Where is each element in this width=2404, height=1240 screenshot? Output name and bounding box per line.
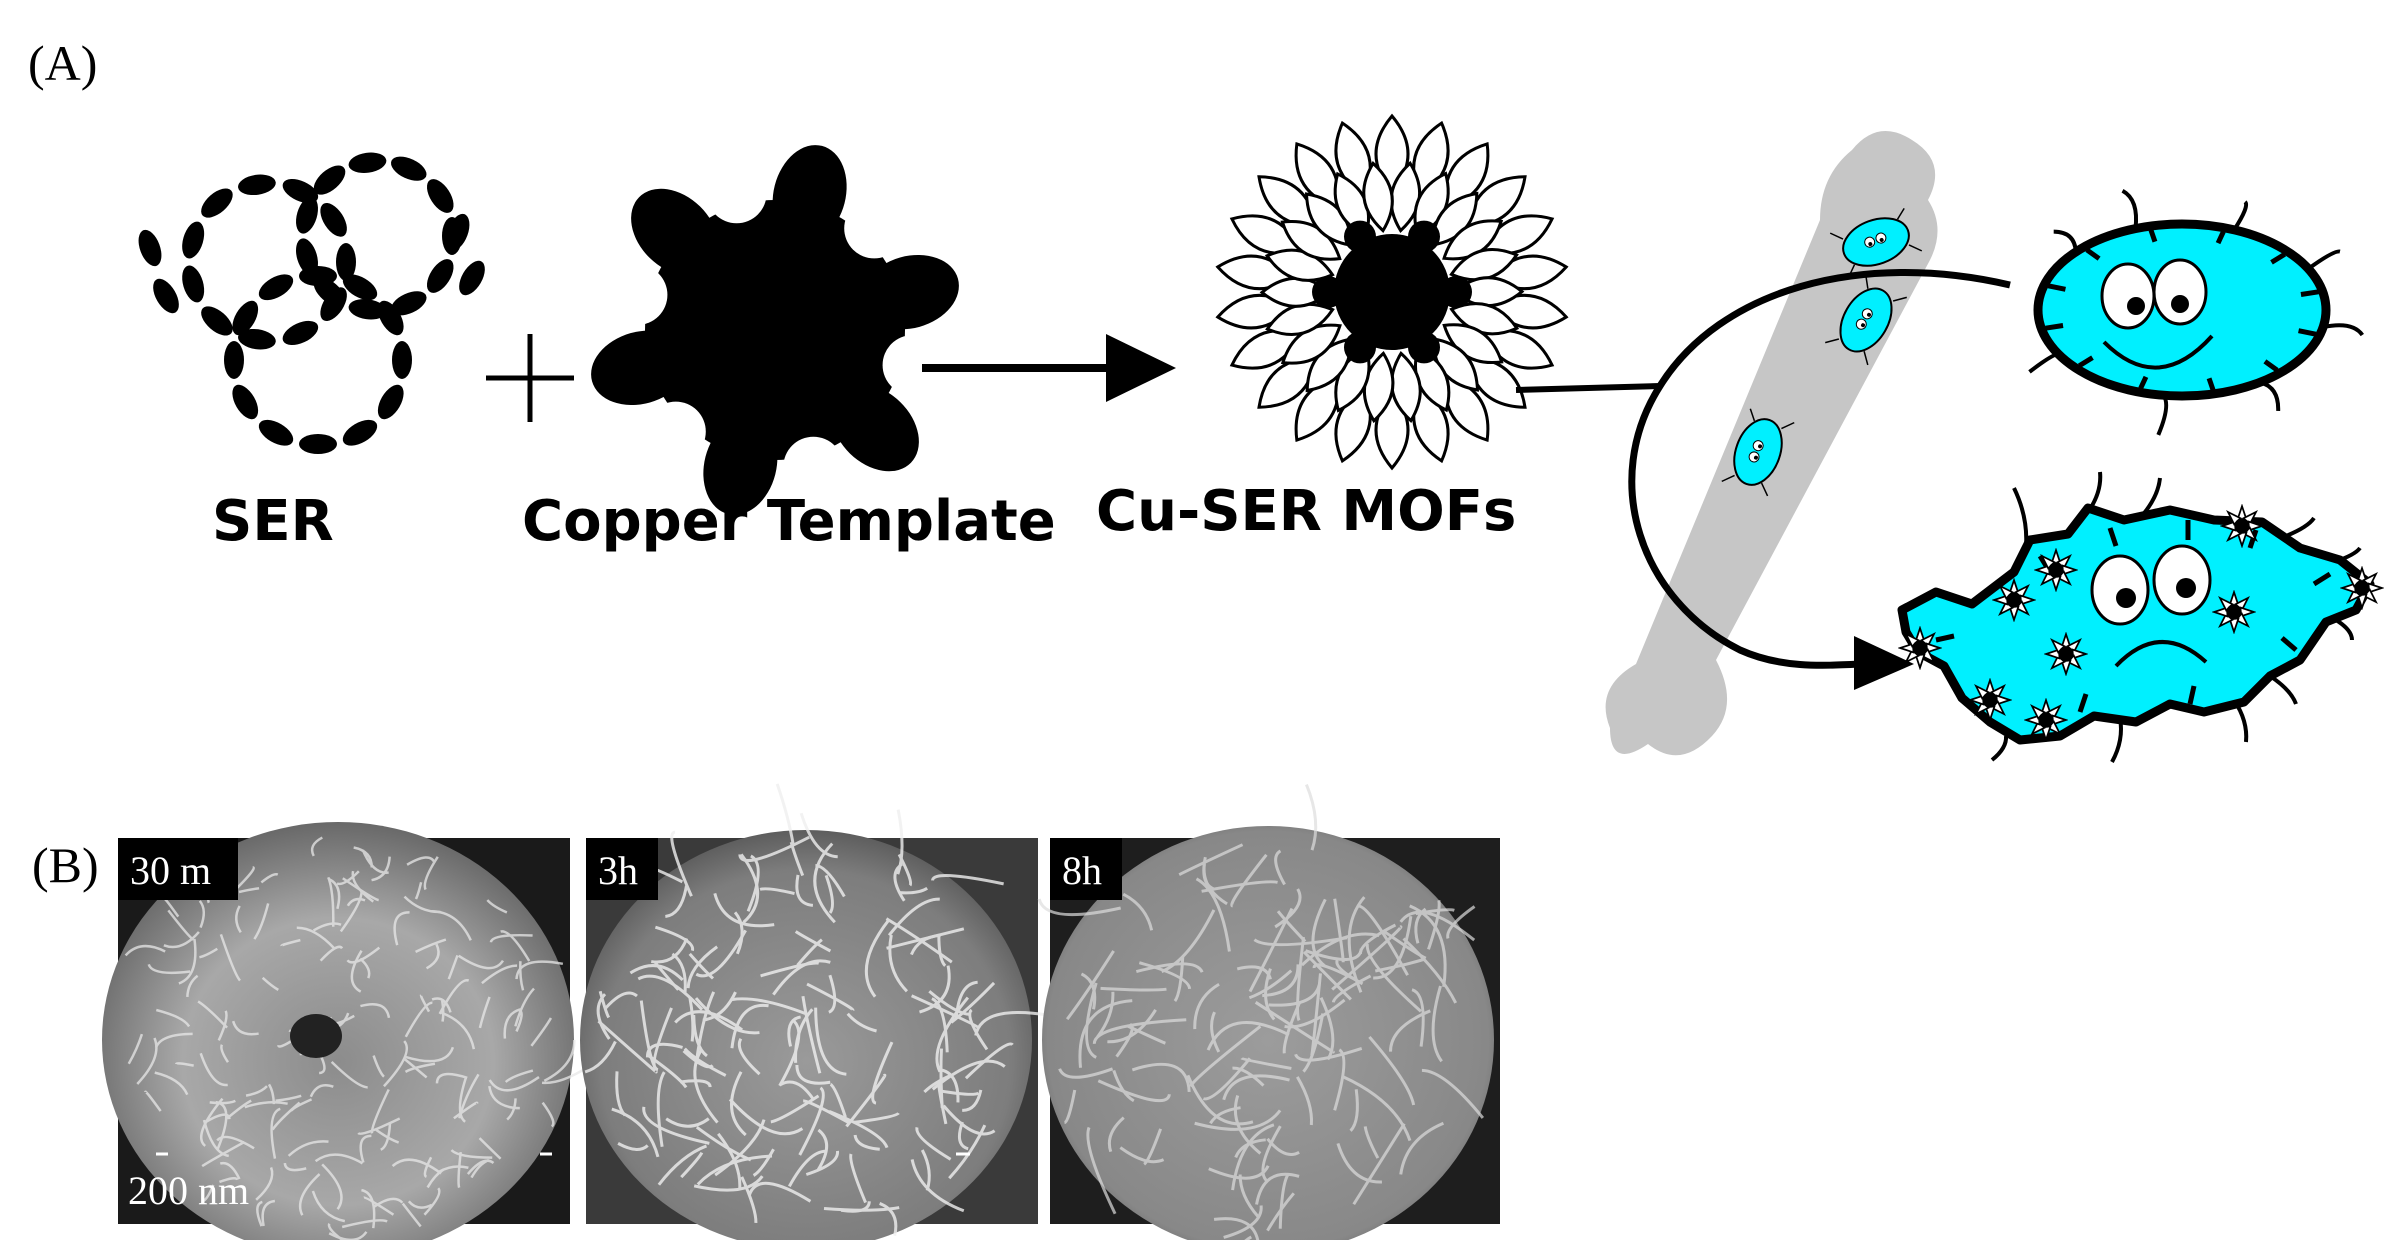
mof-label: Cu-SER MOFs (1096, 479, 1516, 544)
sem-time-label-2: 3h (598, 848, 638, 893)
copper-template-shape (591, 145, 959, 515)
healthy-bacterium (2028, 189, 2364, 436)
panel-b-letter: (B) (32, 837, 99, 893)
sem-time-label-1: 30 m (130, 848, 211, 893)
loop-arrow (1628, 268, 2011, 669)
loop-arrowhead (1854, 636, 1914, 690)
sem-image-30m: 30 m 200 nm (102, 822, 588, 1240)
connector-line (1515, 383, 1661, 393)
reaction-arrow (922, 334, 1176, 402)
panel-a-letter: (A) (28, 35, 97, 91)
damaged-bacterium (1897, 471, 2383, 763)
ser-chain (138, 152, 485, 454)
scale-bar-label: 200 nm (128, 1168, 249, 1213)
sem-time-label-3: 8h (1062, 848, 1102, 893)
mof-flower-shape (1215, 113, 1569, 471)
copper-template-label: Copper Template (522, 489, 1056, 554)
small-bacteria-group (1721, 207, 1923, 497)
sem-image-3h: 3h (580, 783, 1051, 1240)
sem-image-8h: 8h (1037, 783, 1500, 1240)
plus-sign (486, 334, 574, 422)
ser-label: SER (212, 489, 334, 554)
